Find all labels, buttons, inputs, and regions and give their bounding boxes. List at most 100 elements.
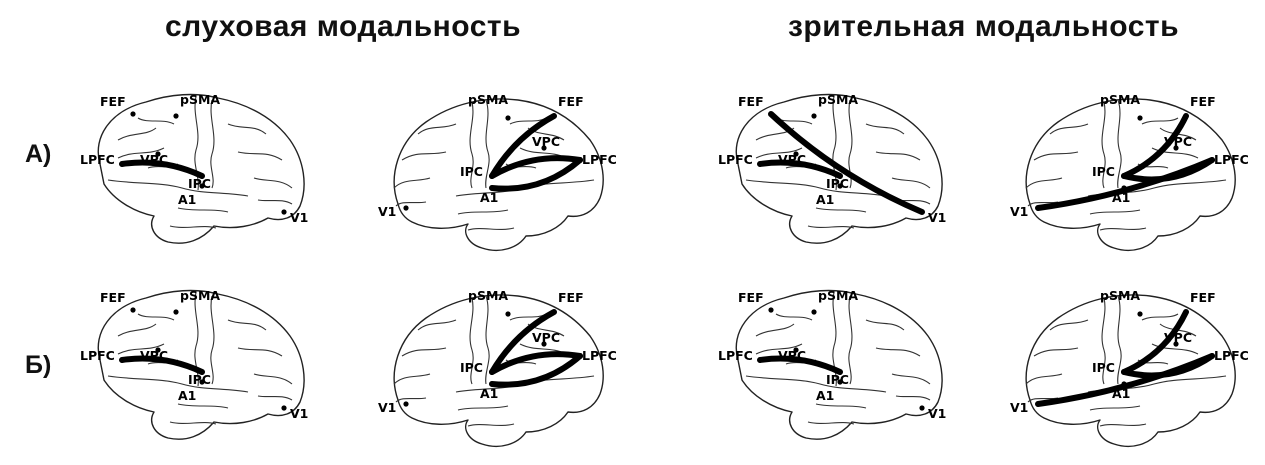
brain-fold [486, 296, 489, 384]
region-label-vpc: VPC [140, 348, 168, 363]
brain-panel-auditory-a-left: FEFpSMALPFCVPCIPCA1V1 [78, 84, 338, 264]
region-label-fef: FEF [558, 290, 584, 305]
region-label-fef: FEF [558, 94, 584, 109]
region-label-ipc: IPC [188, 176, 211, 191]
brain-fold [254, 178, 292, 188]
heading-visual-modality: зрительная модальность [788, 10, 1179, 44]
region-point-fef [768, 111, 773, 116]
region-point-fef [1183, 309, 1188, 314]
brain-fold [238, 152, 282, 160]
region-label-vpc: VPC [1164, 330, 1192, 345]
region-point-psma [505, 311, 510, 316]
region-label-v1: V1 [290, 406, 308, 421]
region-point-lpfc [119, 357, 124, 362]
region-label-fef: FEF [100, 94, 126, 109]
brain-fold [1050, 124, 1088, 134]
region-label-v1: V1 [928, 406, 946, 421]
brain-fold [1034, 152, 1078, 160]
region-label-ipc: IPC [826, 176, 849, 191]
brain-fold [170, 422, 216, 424]
brain-fold [238, 348, 282, 356]
brain-fold [849, 296, 852, 384]
brain-fold [258, 396, 292, 400]
brain-fold [1142, 118, 1178, 124]
brain-fold [1034, 348, 1078, 356]
brain-fold [876, 348, 920, 356]
region-label-a1: A1 [178, 192, 196, 207]
brain-fold [468, 424, 514, 426]
brain-panel-visual-a-right: FEFpSMALPFCVPCIPCA1V1 [1000, 84, 1260, 264]
region-label-fef: FEF [1190, 94, 1216, 109]
region-label-ipc: IPC [826, 372, 849, 387]
brain-fold [1142, 314, 1178, 320]
region-point-v1 [403, 205, 408, 210]
brain-fold [138, 314, 174, 320]
brain-fold [816, 208, 866, 212]
region-point-fef [1183, 113, 1188, 118]
brain-fold [1050, 320, 1088, 330]
brain-fold [394, 374, 430, 384]
brain-fold [211, 296, 214, 384]
brain-outline [98, 95, 304, 244]
brain-fold [402, 348, 446, 356]
brain-fold [1090, 210, 1140, 214]
brain-fold [1026, 178, 1062, 188]
brain-outline [736, 291, 942, 440]
region-label-a1: A1 [480, 386, 498, 401]
region-point-psma [173, 113, 178, 118]
region-label-psma: pSMA [1100, 92, 1140, 107]
region-label-v1: V1 [290, 210, 308, 225]
brain-panel-auditory-b-left: FEFpSMALPFCVPCIPCA1V1 [78, 280, 338, 460]
brain-fold [118, 324, 156, 336]
region-point-fef [130, 111, 135, 116]
region-label-lpfc: LPFC [80, 348, 115, 363]
region-point-v1 [281, 405, 286, 410]
region-label-fef: FEF [1190, 290, 1216, 305]
region-label-lpfc: LPFC [718, 348, 753, 363]
brain-fold [866, 320, 904, 330]
region-label-vpc: VPC [778, 152, 806, 167]
region-point-psma [811, 309, 816, 314]
brain-fold [211, 100, 214, 188]
region-label-v1: V1 [1010, 400, 1028, 415]
brain-fold [1026, 374, 1062, 384]
region-label-a1: A1 [816, 192, 834, 207]
region-point-a1 [199, 183, 204, 188]
region-label-lpfc: LPFC [718, 152, 753, 167]
region-point-v1 [403, 401, 408, 406]
region-point-psma [1137, 115, 1142, 120]
brain-fold [876, 152, 920, 160]
region-point-a1 [199, 379, 204, 384]
region-label-psma: pSMA [180, 288, 220, 303]
brain-fold [170, 226, 216, 228]
brain-fold [1118, 100, 1121, 188]
brain-fold [396, 398, 426, 402]
brain-fold [808, 422, 854, 424]
brain-diagram: FEFpSMALPFCVPCIPCA1V1 [1000, 280, 1260, 460]
region-label-v1: V1 [378, 400, 396, 415]
region-point-fef [768, 307, 773, 312]
brain-fold [138, 118, 174, 124]
region-label-a1: A1 [178, 388, 196, 403]
region-label-a1: A1 [1112, 190, 1130, 205]
brain-panel-visual-b-left: FEFpSMALPFCVPCIPCA1V1 [716, 280, 976, 460]
brain-fold [418, 124, 456, 134]
region-label-vpc: VPC [778, 348, 806, 363]
region-label-lpfc: LPFC [1214, 348, 1249, 363]
brain-fold [178, 404, 228, 408]
brain-panel-auditory-a-right: FEFpSMALPFCVPCIPCA1V1 [368, 84, 628, 264]
region-point-v1 [1035, 401, 1040, 406]
region-point-ipc [1121, 173, 1126, 178]
brain-fold [228, 320, 266, 330]
region-label-ipc: IPC [460, 360, 483, 375]
region-label-a1: A1 [816, 388, 834, 403]
brain-fold [468, 228, 514, 230]
brain-fold [756, 324, 794, 336]
brain-outline [98, 291, 304, 440]
region-label-psma: pSMA [818, 92, 858, 107]
